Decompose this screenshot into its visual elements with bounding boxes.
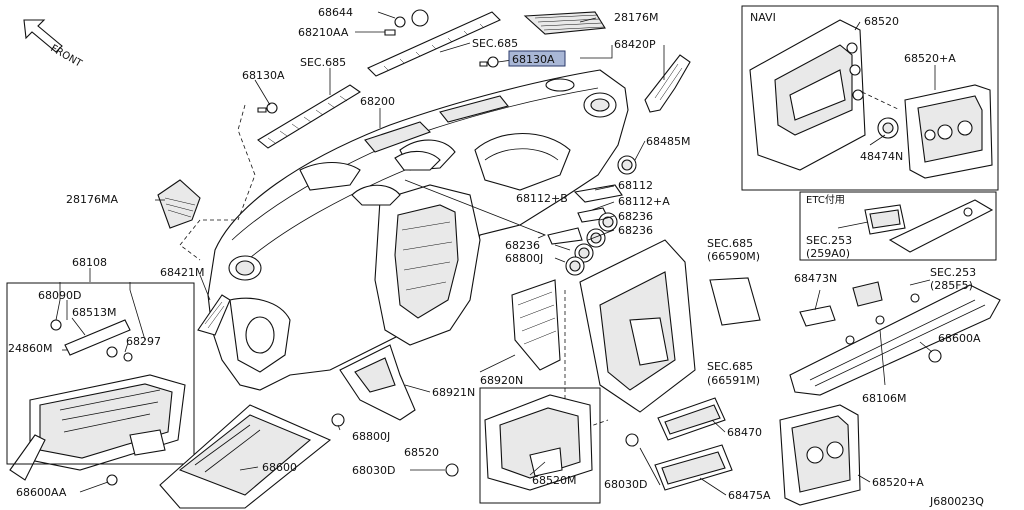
glove-box-group-frame [6, 282, 195, 465]
label-28176M[interactable]: 28176M [614, 11, 658, 24]
speaker-grille-28176M [523, 11, 606, 35]
label-68236-c[interactable]: 68236 [505, 239, 540, 252]
label-68520A-navi[interactable]: 68520+A [904, 52, 956, 65]
screw-68600A [928, 349, 942, 363]
label-sec685-66590[interactable]: SEC.685 [707, 237, 753, 250]
pocket-68470 [657, 397, 726, 441]
etc-label: ETC付用 [806, 193, 845, 206]
label-68520M[interactable]: 68520M [532, 474, 576, 487]
instrument-panel-68200 [207, 69, 629, 391]
label-68236-b[interactable]: 68236 [618, 224, 653, 237]
label-24860M[interactable]: 24860M [8, 342, 52, 355]
label-68030D-b[interactable]: 68030D [604, 478, 647, 491]
label-68600[interactable]: 68600 [262, 461, 297, 474]
label-sec685-top[interactable]: SEC.685 [472, 37, 518, 50]
label-code-285F5: (285F5) [930, 279, 973, 292]
label-68030D-a[interactable]: 68030D [352, 464, 395, 477]
label-code-66591: (66591M) [707, 374, 760, 387]
label-48474N[interactable]: 48474N [860, 150, 903, 163]
label-68800J-b[interactable]: 68800J [352, 430, 390, 443]
grille-28176MA [157, 179, 201, 229]
cap-68644 [384, 9, 429, 36]
label-68130A-highlighted[interactable]: 68130A [512, 53, 555, 66]
defroster-grille [257, 11, 501, 149]
label-68130A-left[interactable]: 68130A [242, 69, 285, 82]
label-68920N[interactable]: 68920N [480, 374, 523, 387]
label-code-259A0: (259A0) [806, 247, 850, 260]
label-68485M[interactable]: 68485M [646, 135, 690, 148]
label-code-66590: (66590M) [707, 250, 760, 263]
glove-lid-68600 [159, 404, 332, 509]
label-sec253-b[interactable]: SEC.253 [930, 266, 976, 279]
navi-unit-68520 [749, 19, 866, 171]
label-68800J-a[interactable]: 68800J [505, 252, 543, 265]
label-68210AA[interactable]: 68210AA [298, 26, 349, 39]
center-console-68106M [789, 281, 1001, 396]
navi-label: NAVI [750, 11, 776, 24]
center-unit-frame [479, 387, 601, 504]
navi-audio-68520A [904, 84, 993, 179]
label-68475A[interactable]: 68475A [728, 489, 771, 502]
highlighted-part-box[interactable] [508, 50, 566, 67]
cluster-finisher [579, 239, 761, 413]
navi-box [741, 5, 999, 191]
front-label: FRONT [49, 43, 85, 70]
label-68090D[interactable]: 68090D [38, 289, 81, 302]
audio-unit-68520A-bottom [779, 404, 861, 506]
label-68520-main[interactable]: 68520 [404, 446, 439, 459]
label-68473N[interactable]: 68473N [794, 272, 837, 285]
label-68421M[interactable]: 68421M [160, 266, 204, 279]
clip-68130A [257, 56, 499, 114]
leader-lines [55, 11, 936, 496]
label-sec253-a[interactable]: SEC.253 [806, 234, 852, 247]
label-68520-navi[interactable]: 68520 [864, 15, 899, 28]
glove-box-68108 [9, 319, 186, 481]
panel-68921N [331, 344, 416, 427]
label-sec685-66591[interactable]: SEC.685 [707, 360, 753, 373]
label-68520A-bottom[interactable]: 68520+A [872, 476, 924, 489]
panel-68421M [197, 294, 231, 336]
front-arrow-icon [23, 19, 63, 53]
etc-box [799, 191, 997, 261]
label-68297[interactable]: 68297 [126, 335, 161, 348]
label-68108[interactable]: 68108 [72, 256, 107, 269]
label-68112[interactable]: 68112 [618, 179, 653, 192]
pocket-68475A [654, 444, 733, 491]
label-sec685-left[interactable]: SEC.685 [300, 56, 346, 69]
diagram-code: J680023Q [929, 495, 984, 508]
label-68112-b[interactable]: 68112+B [516, 192, 568, 205]
label-68106M[interactable]: 68106M [862, 392, 906, 405]
label-68600A[interactable]: 68600A [938, 332, 981, 345]
etc-unit [864, 199, 994, 253]
screw-68600AA [106, 474, 118, 486]
label-68200[interactable]: 68200 [360, 95, 395, 108]
center-unit-68520 [484, 394, 593, 491]
screw-68030D-right [625, 433, 639, 447]
label-68470[interactable]: 68470 [727, 426, 762, 439]
label-28176MA[interactable]: 28176MA [66, 193, 118, 206]
label-68420P[interactable]: 68420P [614, 38, 656, 51]
label-68112-a[interactable]: 68112+A [618, 195, 670, 208]
label-68236-a[interactable]: 68236 [618, 210, 653, 223]
label-68644[interactable]: 68644 [318, 6, 353, 19]
finishers-68112 [547, 184, 623, 276]
label-68513M[interactable]: 68513M [72, 306, 116, 319]
label-68921N[interactable]: 68921N [432, 386, 475, 399]
label-68600AA[interactable]: 68600AA [16, 486, 67, 499]
side-trim-68420P [644, 54, 691, 113]
bracket-68920N [511, 279, 561, 371]
screw-68030D-left [445, 463, 459, 477]
